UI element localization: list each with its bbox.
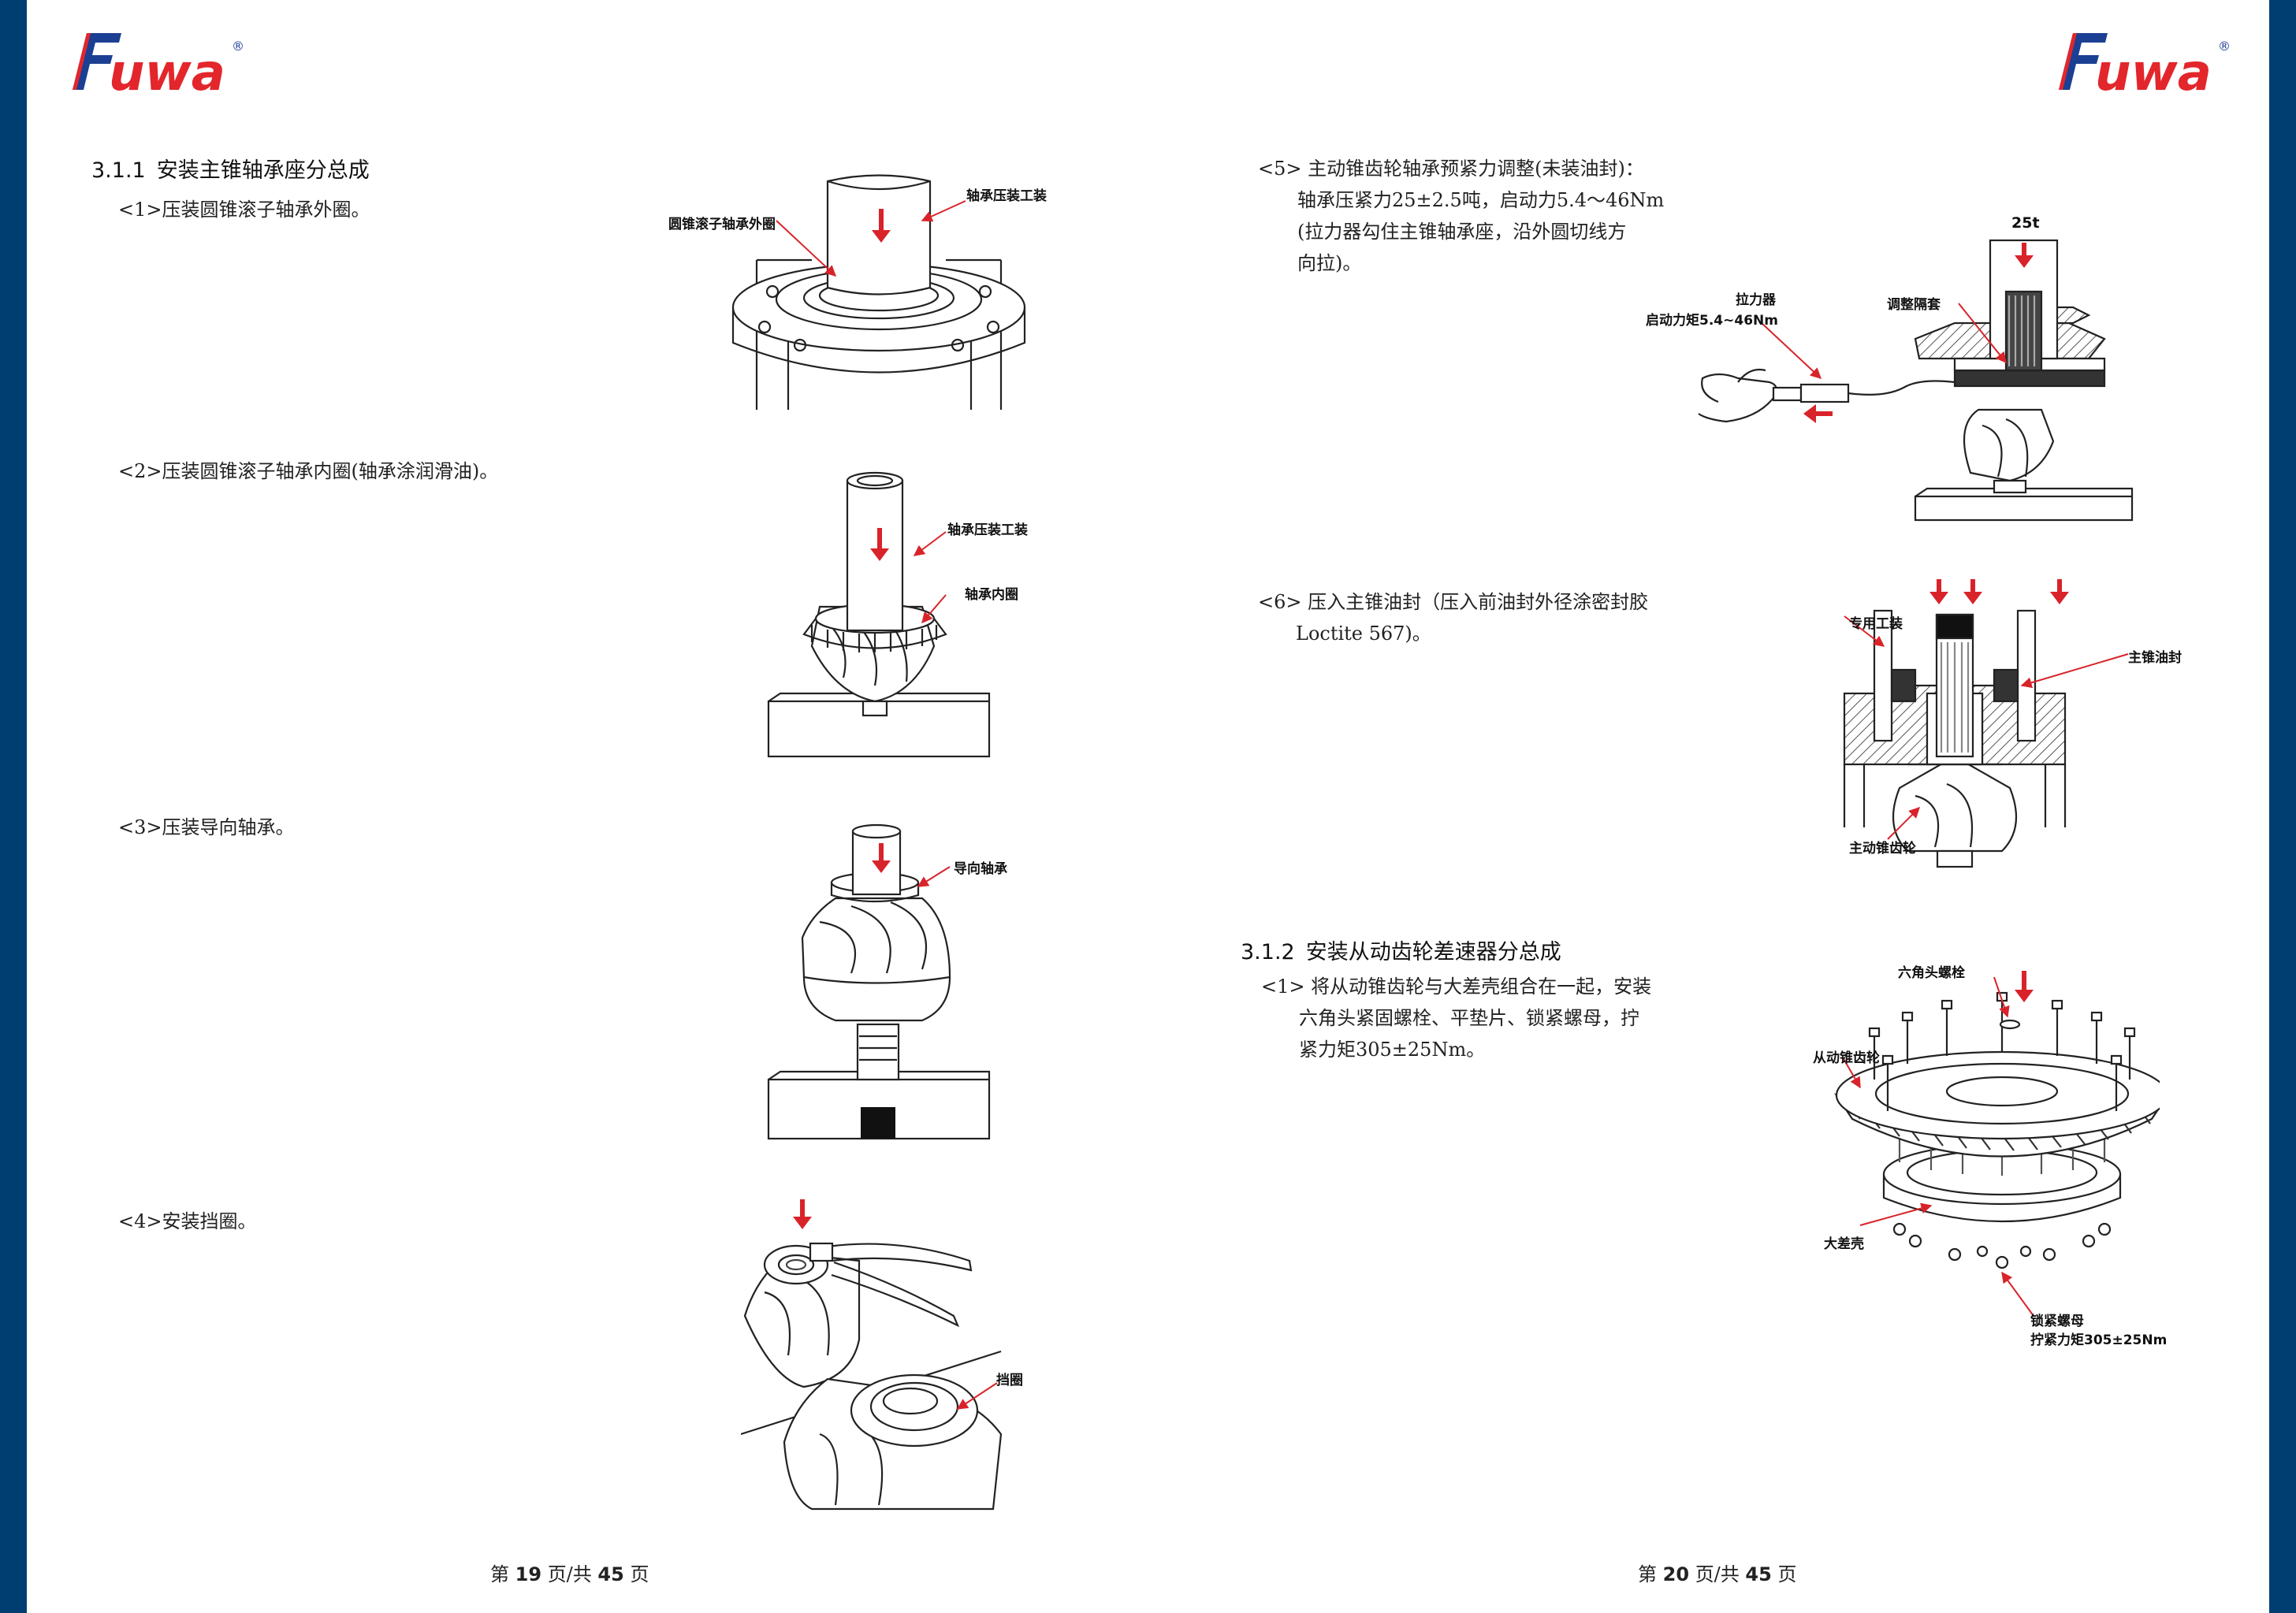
section-heading-3-1-1: 3.1.1 安装主锥轴承座分总成 [91, 153, 370, 184]
footer-suffix: 页 [630, 1563, 649, 1585]
step-5-line-1: <5> 主动锥齿轮轴承预紧力调整(未装油封)： [1258, 158, 1644, 180]
callout-drive-bevel-gear: 主动锥齿轮 [1849, 841, 1916, 857]
callout-lock-nut: 锁紧螺母 [2030, 1314, 2084, 1329]
step-5-line-2: 轴承压紧力25±2.5吨，启动力5.4～46Nm [1297, 189, 1665, 211]
step-1-line-1: <1> 将从动锥齿轮与大差壳组合在一起，安装 [1261, 976, 1652, 998]
footer-prefix: 第 [490, 1563, 509, 1585]
svg-text:uwa: uwa [109, 44, 225, 99]
fuwa-logo: uwa ® [73, 33, 244, 99]
figure-snap-ring [741, 1199, 1003, 1511]
footer-total-pages: 45 [1745, 1563, 1772, 1585]
step-4-text: <4>安装挡圈。 [118, 1210, 257, 1232]
figure-guide-bearing [767, 823, 991, 1140]
callout-driven-bevel-gear: 从动锥齿轮 [1813, 1050, 1880, 1066]
callout-bearing-inner-ring: 轴承内圈 [965, 587, 1018, 603]
section-heading-3-1-2: 3.1.2 安装从动齿轮差速器分总成 [1241, 935, 1561, 965]
callout-tightening-torque: 拧紧力矩305±25Nm [2030, 1332, 2168, 1348]
section-number: 3.1.2 [1241, 940, 1295, 964]
callout-guide-bearing: 导向轴承 [954, 861, 1007, 877]
step-3-text: <3>压装导向轴承。 [118, 816, 295, 838]
callout-oil-seal: 主锥油封 [2128, 650, 2182, 666]
step-1-line-2: 六角头紧固螺栓、平垫片、锁紧螺母，拧 [1299, 1007, 1639, 1029]
left-page-border [0, 0, 27, 1613]
figure-oil-seal [1843, 579, 2129, 868]
callout-bearing-outer-ring: 圆锥滚子轴承外圈 [668, 217, 776, 232]
callout-special-tool: 专用工装 [1849, 616, 1903, 632]
footer-suffix: 页 [1777, 1563, 1797, 1585]
step-1-line-3: 紧力矩305±25Nm。 [1299, 1039, 1486, 1061]
step-1-text: <1>压装圆锥滚子轴承外圈。 [118, 199, 370, 221]
callout-snap-ring: 挡圈 [996, 1373, 1023, 1388]
callout-adjusting-spacer: 调整隔套 [1887, 297, 1941, 313]
footer-page-number: 20 [1662, 1563, 1690, 1585]
page-footer-left: 第 19 页/共 45 页 [490, 1559, 649, 1586]
callout-bearing-press-tool: 轴承压装工装 [966, 188, 1047, 204]
footer-middle: 页/共 [547, 1563, 592, 1585]
figure-bearing-outer-ring [731, 174, 1026, 410]
callout-press-load: 25t [2011, 214, 2040, 232]
callout-bearing-press-tool: 轴承压装工装 [947, 522, 1028, 538]
step-6-line-1: <6> 压入主锥油封（压入前油封外径涂密封胶 [1258, 591, 1649, 613]
section-title: 安装从动齿轮差速器分总成 [1305, 940, 1561, 964]
figure-preload-adjustment [1698, 239, 2134, 522]
step-5-line-4: 向拉)。 [1297, 252, 1362, 274]
right-page-border [2269, 0, 2296, 1613]
callout-differential-case: 大差壳 [1824, 1236, 1864, 1252]
page-footer-right: 第 20 页/共 45 页 [1638, 1559, 1796, 1586]
figure-differential-assembly [1833, 971, 2160, 1317]
section-number: 3.1.1 [91, 158, 146, 183]
fuwa-logo: uwa ® [2059, 33, 2231, 99]
section-title: 安装主锥轴承座分总成 [156, 158, 370, 183]
step-5-line-3: (拉力器勾住主锥轴承座，沿外圆切线方 [1297, 221, 1627, 243]
step-2-text: <2>压装圆锥滚子轴承内圈(轴承涂润滑油)。 [118, 460, 499, 482]
svg-text:uwa: uwa [2095, 44, 2212, 99]
footer-page-number: 19 [515, 1563, 542, 1585]
step-6-line-2: Loctite 567)。 [1296, 623, 1431, 645]
callout-hex-bolt: 六角头螺栓 [1898, 965, 1965, 981]
svg-text:®: ® [232, 39, 244, 54]
footer-middle: 页/共 [1695, 1563, 1740, 1585]
callout-puller: 拉力器 [1736, 292, 1776, 308]
callout-starting-torque: 启动力矩5.4~46Nm [1646, 313, 1778, 329]
svg-text:®: ® [2218, 39, 2231, 54]
figure-bearing-inner-ring [767, 471, 991, 758]
footer-total-pages: 45 [597, 1563, 624, 1585]
footer-prefix: 第 [1638, 1563, 1657, 1585]
